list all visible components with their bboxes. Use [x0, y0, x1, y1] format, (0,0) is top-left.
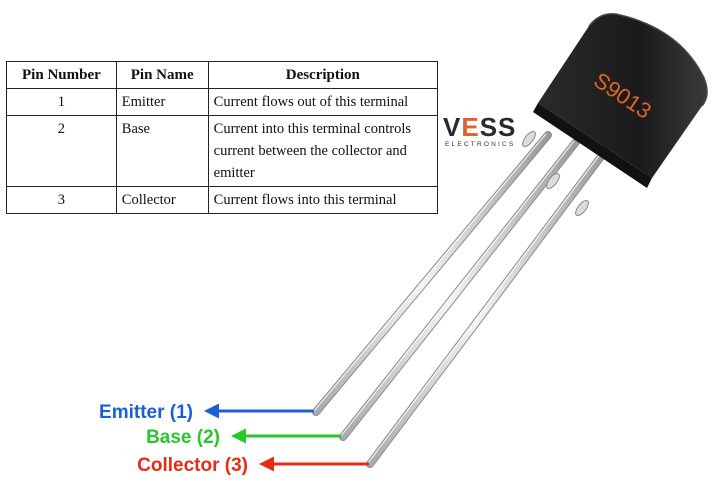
table-row: 2 Base Current into this terminal contro…	[6, 115, 439, 187]
header-pin-number: Pin Number	[6, 61, 117, 89]
transistor-body: S9013	[533, 13, 708, 188]
pin-description-cell: Current into this terminal controls curr…	[207, 115, 439, 187]
table-row: 1 Emitter Current flows out of this term…	[6, 88, 439, 116]
leg-base	[339, 138, 580, 441]
leg-emitter	[312, 131, 552, 416]
label-emitter: Emitter (1)	[99, 402, 193, 423]
table-row: 3 Collector Current flows into this term…	[6, 186, 439, 214]
table-header-row: Pin Number Pin Name Description	[6, 61, 439, 89]
header-pin-name: Pin Name	[115, 61, 209, 89]
pin-name-cell: Collector	[115, 186, 209, 214]
pin-table: Pin Number Pin Name Description 1 Emitte…	[6, 61, 439, 214]
brand-logo: VESS ELECTRONICS	[443, 114, 523, 148]
pin-name-cell: Emitter	[115, 88, 209, 116]
pin-number-cell: 1	[6, 88, 117, 116]
pin-number-cell: 3	[6, 186, 117, 214]
pin-description-cell: Current flows into this terminal	[207, 186, 439, 214]
pin-number-cell: 2	[6, 115, 117, 187]
pin-name-cell: Base	[115, 115, 209, 187]
label-base: Base (2)	[146, 427, 220, 448]
pin-arrows	[204, 403, 369, 472]
label-collector: Collector (3)	[137, 455, 248, 476]
brand-subtitle: ELECTRONICS	[445, 141, 516, 148]
leg-collector	[366, 130, 610, 468]
transistor-legs	[312, 130, 610, 468]
brand-name: VESS	[443, 112, 517, 142]
